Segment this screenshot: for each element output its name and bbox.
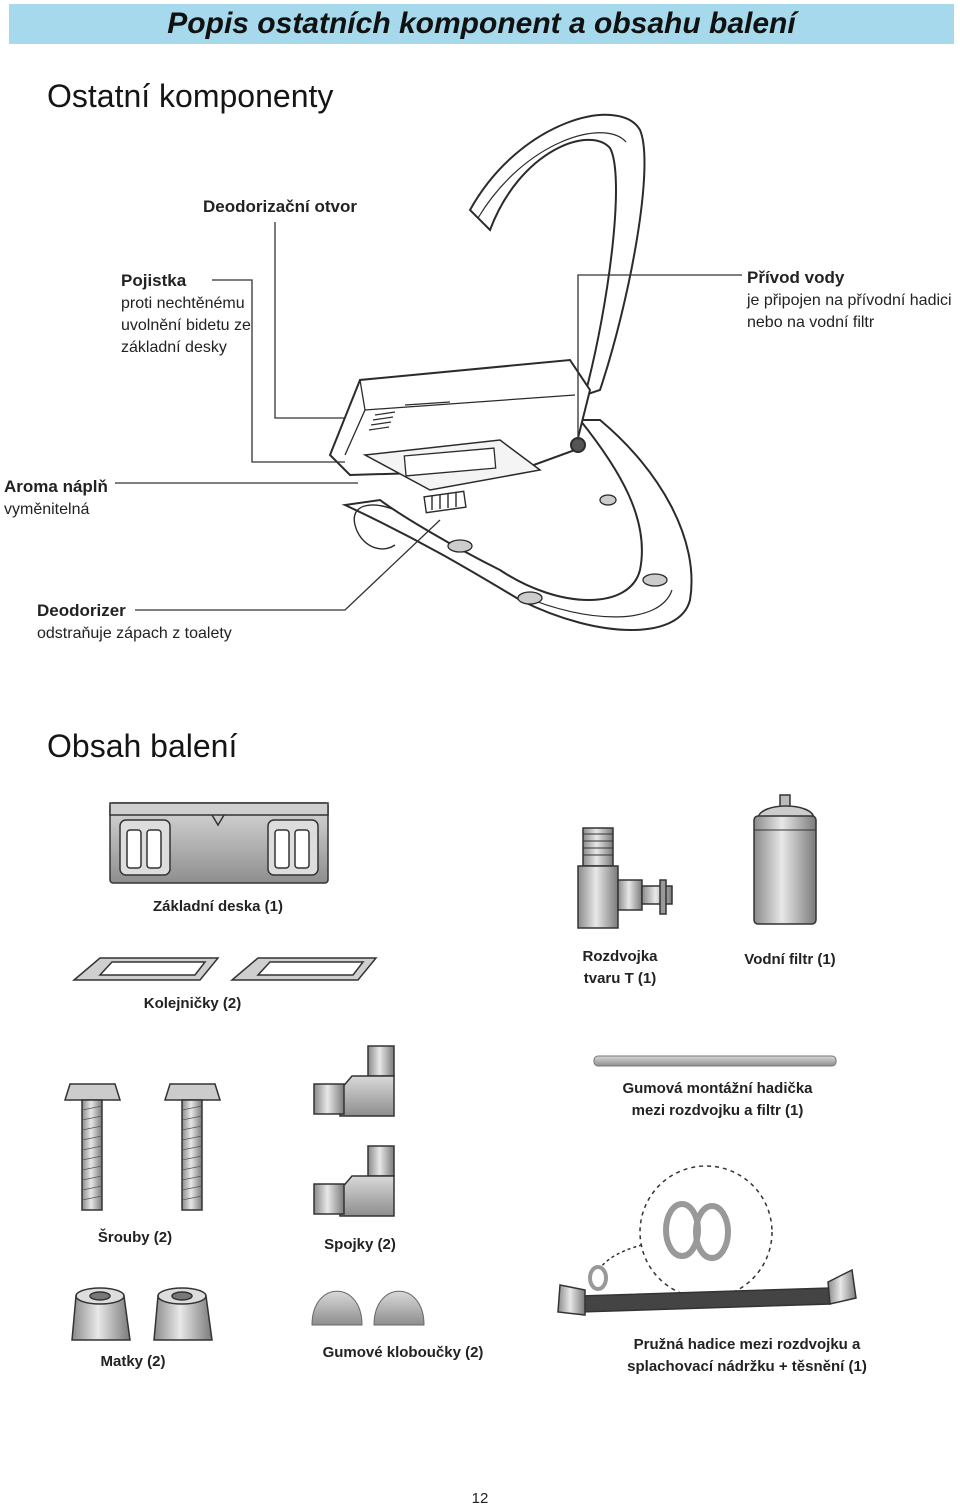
header-banner: Popis ostatních komponent a obsahu balen… [9,4,954,44]
safety-lock-title: Pojistka [121,271,187,290]
caption-t-splitter: Rozdvojka tvaru T (1) [570,946,670,990]
flex-hose-line-2: splachovací nádržku + těsnění (1) [627,1358,867,1375]
section-heading-package: Obsah balení [47,728,238,764]
deodorizer-desc: odstraňuje zápach z toalety [37,625,232,642]
label-deodorizer: Deodorizer odstraňuje zápach z toalety [37,600,232,645]
caption-screws: Šrouby (2) [97,1229,173,1246]
rubber-hose-image [593,1055,837,1067]
label-aroma-refill: Aroma náplň vyměnitelná [4,476,108,521]
caption-base-plate: Základní deska (1) [152,898,284,915]
leader-lines [115,222,742,611]
safety-lock-desc-3: základní desky [121,339,227,356]
section-heading-components: Ostatní komponenty [47,78,334,114]
aroma-refill-desc: vyměnitelná [4,501,90,518]
water-inlet-desc-2: nebo na vodní filtr [747,314,875,331]
rubber-hose-line-1: Gumová montážní hadička [622,1080,813,1097]
safety-lock-desc-1: proti nechtěnému [121,295,245,312]
screws-image [63,1083,222,1211]
rubber-caps-image [311,1290,425,1326]
label-safety-lock: Pojistka proti nechtěnému uvolnění bidet… [121,270,251,359]
water-inlet-title: Přívod vody [747,268,845,287]
base-plate-image [109,802,329,884]
caption-rubber-hose: Gumová montážní hadička mezi rozdvojku a… [605,1078,830,1122]
page-number: 12 [471,1490,489,1506]
label-deodorization-hole: Deodorizační otvor [203,197,357,216]
aroma-refill-title: Aroma náplň [4,477,108,496]
caption-flex-hose: Pružná hadice mezi rozdvojku a splachova… [612,1334,882,1378]
t-splitter-line-1: Rozdvojka [582,948,658,965]
flex-hose-line-1: Pružná hadice mezi rozdvojku a [633,1336,861,1353]
nuts-image [71,1287,213,1341]
caption-connectors: Spojky (2) [324,1236,396,1253]
bidet-seat-illustration [328,113,693,631]
water-inlet-desc-1: je připojen na přívodní hadici [747,292,952,309]
label-water-inlet: Přívod vody je připojen na přívodní hadi… [747,267,952,334]
deodorizer-title: Deodorizer [37,601,126,620]
safety-lock-desc-2: uvolnění bidetu ze [121,317,251,334]
flex-hose-image [557,1165,857,1316]
connectors-image [313,1045,395,1217]
rails-image [71,957,378,981]
rubber-hose-line-2: mezi rozdvojku a filtr (1) [631,1102,804,1119]
caption-nuts: Matky (2) [100,1353,166,1370]
t-splitter-image [577,827,673,929]
t-splitter-line-2: tvaru T (1) [583,970,657,987]
page-title: Popis ostatních komponent a obsahu balen… [167,7,796,40]
water-filter-image [753,794,817,925]
caption-rails: Kolejničky (2) [143,995,242,1012]
caption-rubber-caps: Gumové kloboučky (2) [322,1344,484,1361]
caption-water-filter: Vodní filtr (1) [744,951,836,968]
